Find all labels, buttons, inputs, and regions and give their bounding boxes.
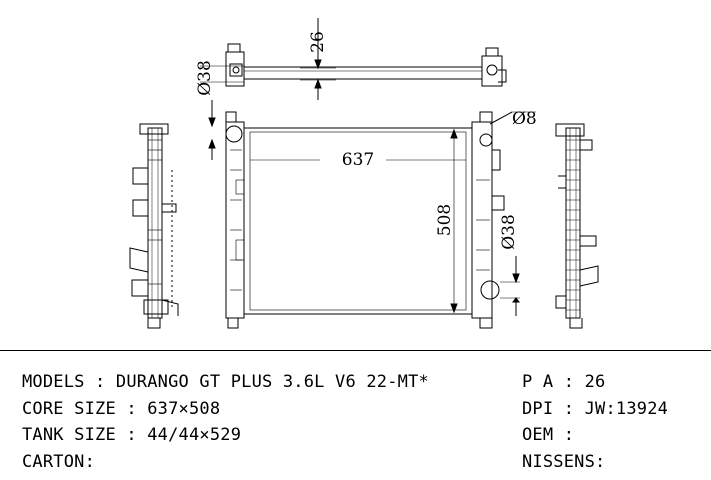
spec-nissens: NISSENS: bbox=[522, 452, 606, 472]
dim-core-width: 637 bbox=[342, 150, 374, 170]
right-side-view bbox=[555, 123, 599, 329]
radiator-technical-drawing: 26 Ø38 Ø8 637 508 Ø38 bbox=[129, 18, 599, 329]
dim-top-height: 26 bbox=[308, 31, 328, 53]
spec-oem: OEM : bbox=[522, 425, 575, 445]
spec-models: MODELS : DURANGO GT PLUS 3.6L V6 22-MT* bbox=[22, 372, 429, 392]
spec-carton: CARTON: bbox=[22, 452, 96, 472]
spec-tank-size: TANK SIZE : 44/44×529 bbox=[22, 425, 242, 445]
dim-core-height: 508 bbox=[435, 204, 455, 236]
divider-line bbox=[0, 350, 711, 351]
dim-top-pipe-dia: Ø38 bbox=[195, 60, 215, 96]
spec-dpi: DPI : JW:13924 bbox=[522, 399, 669, 419]
dim-side-pipe-dia: Ø38 bbox=[499, 214, 519, 250]
spec-core-size: CORE SIZE : 637×508 bbox=[22, 399, 221, 419]
spec-pa: P A : 26 bbox=[522, 372, 606, 392]
left-side-view bbox=[129, 123, 179, 329]
top-view bbox=[200, 18, 507, 100]
front-view bbox=[208, 100, 536, 329]
dim-fitting-dia: Ø8 bbox=[512, 109, 537, 129]
